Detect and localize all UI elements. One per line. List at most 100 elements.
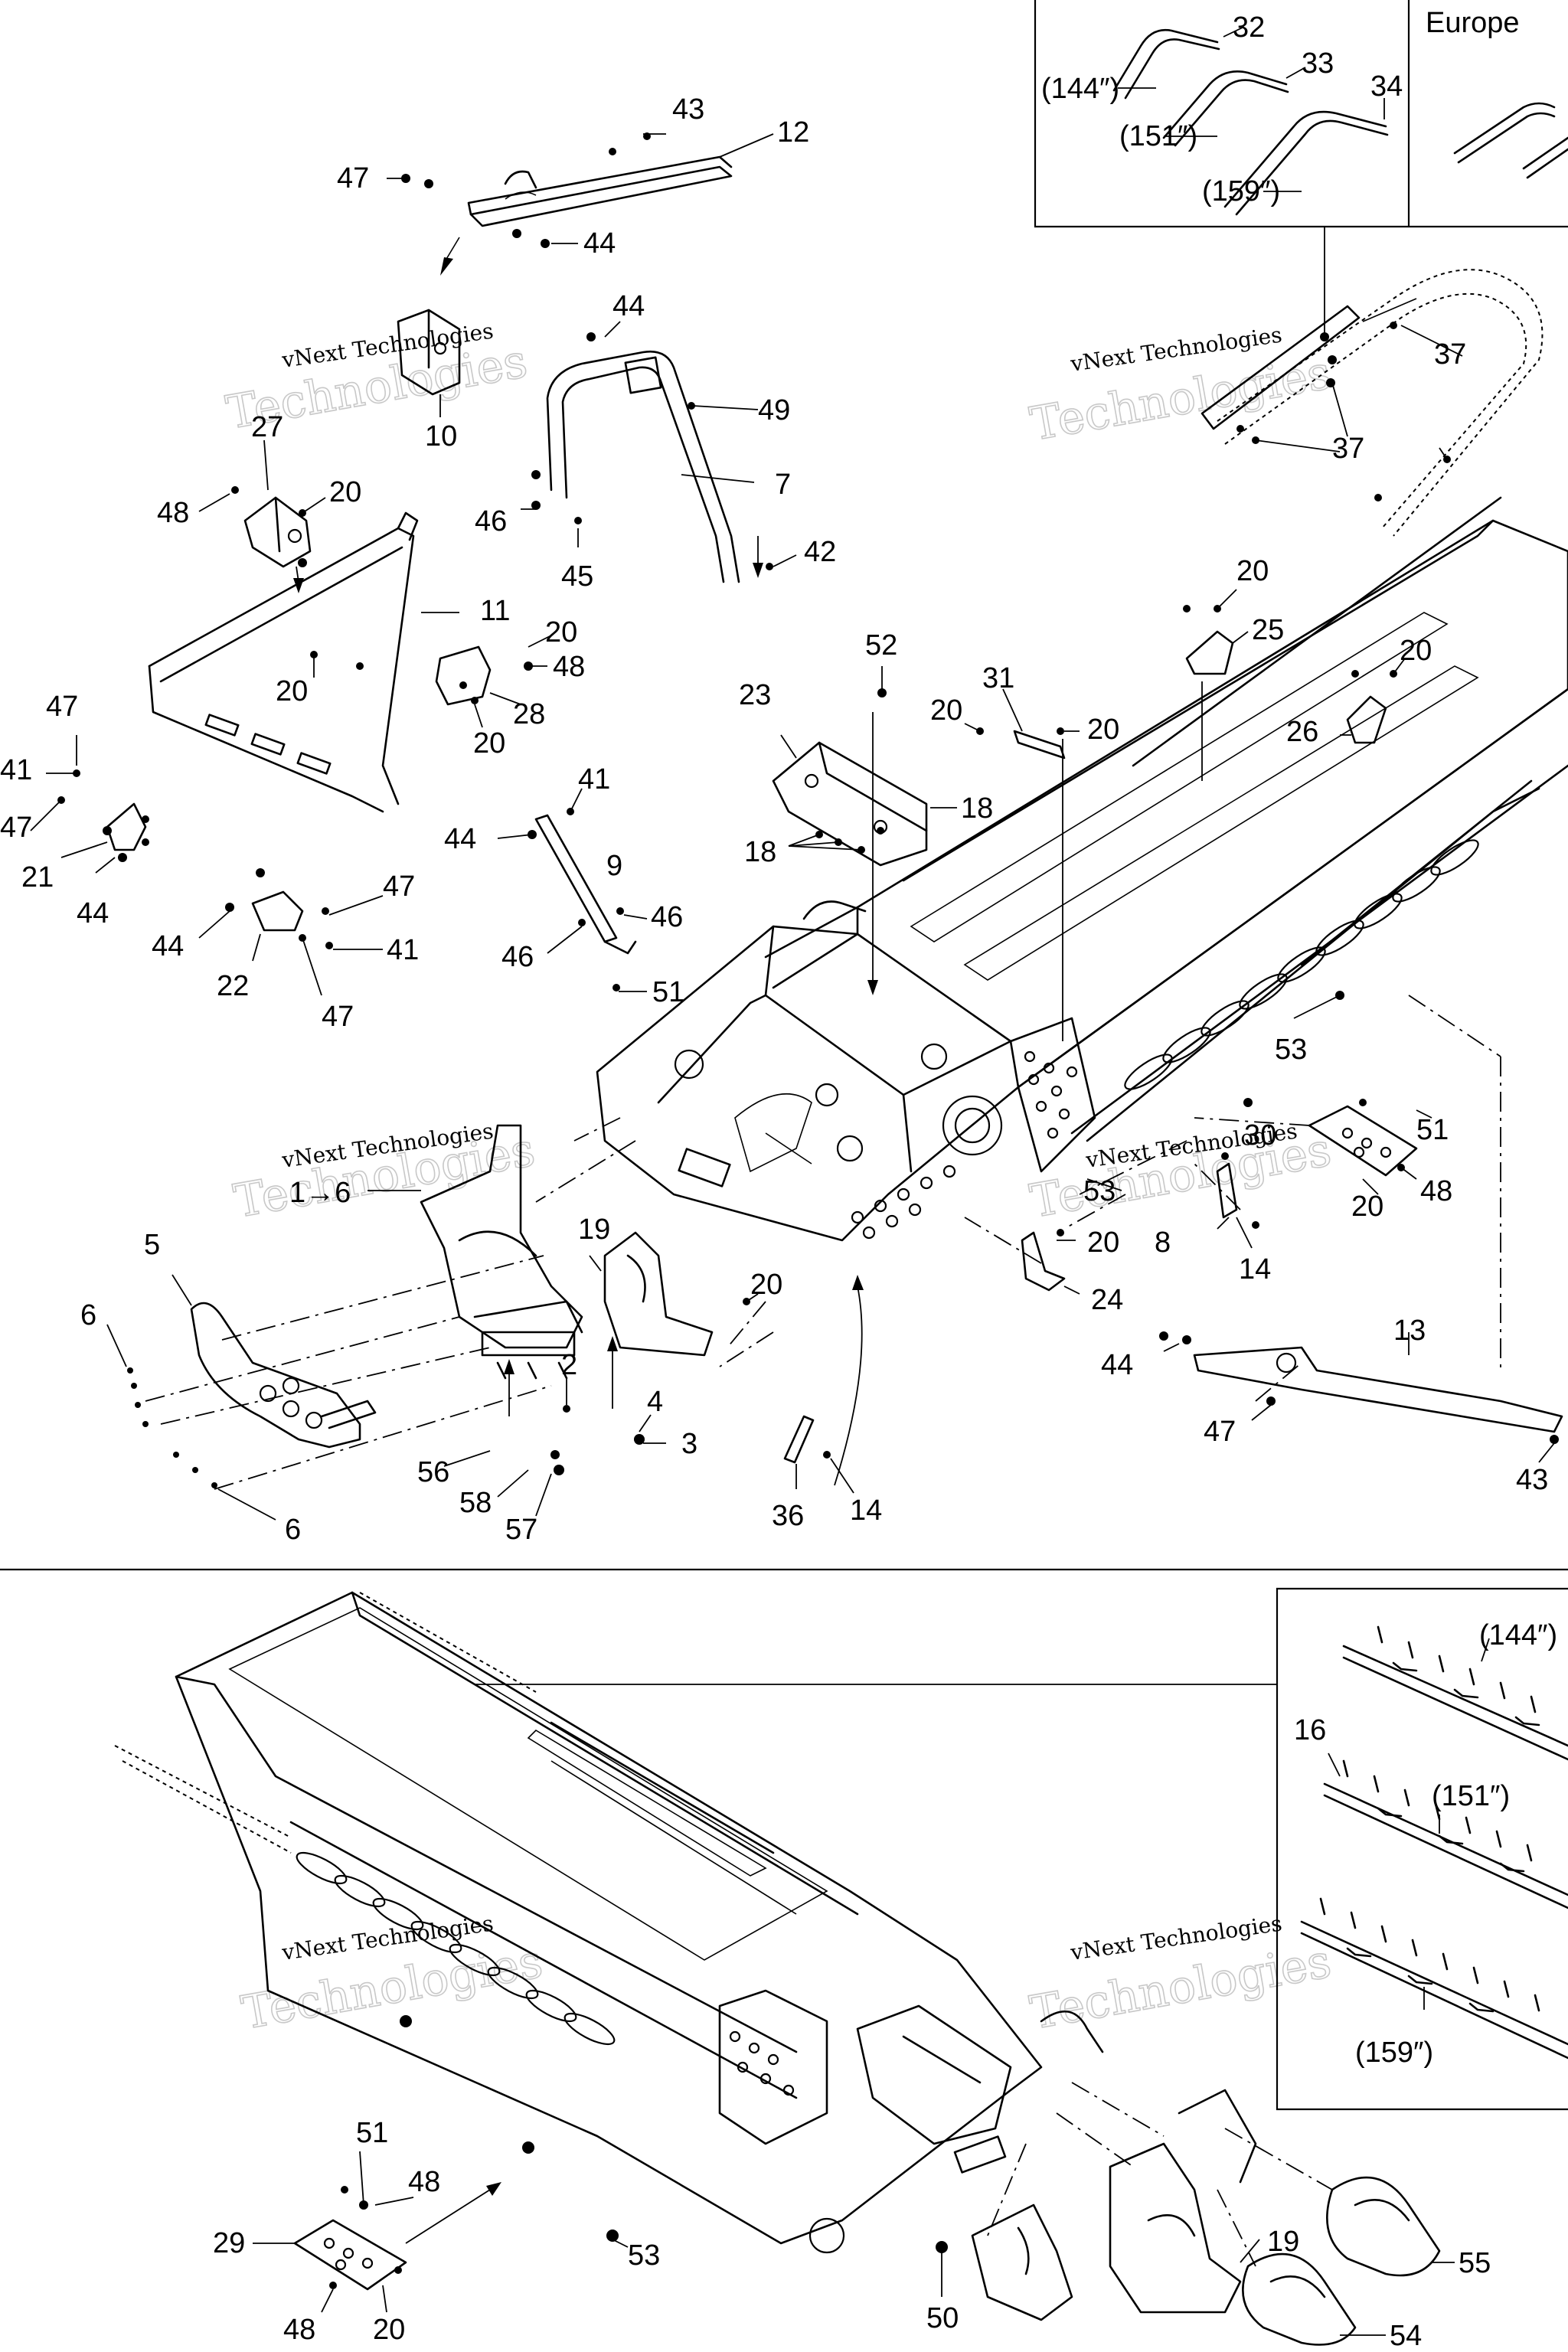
part-9-strut bbox=[534, 814, 637, 955]
callout-20: 20 bbox=[1351, 1191, 1383, 1223]
callout-45: 45 bbox=[561, 560, 593, 593]
part-21-bracket bbox=[106, 802, 147, 851]
part-36-link bbox=[783, 1415, 815, 1464]
inset-u-bars: 32 33 34 (144″) (151″) (159″) Europe bbox=[1034, 0, 1568, 228]
callout-48: 48 bbox=[553, 651, 585, 683]
explode-lines-top bbox=[145, 995, 1501, 1490]
part-5-side-plate bbox=[190, 1302, 377, 1449]
part-19-mount-bottom bbox=[1109, 2089, 1257, 2314]
u-bar-151 bbox=[1162, 70, 1289, 147]
part-1-6-steering-support bbox=[420, 1124, 583, 1380]
callout-46: 46 bbox=[501, 941, 534, 973]
part-11-frame-arm bbox=[148, 511, 419, 813]
explode-lines-bottom bbox=[987, 2082, 1333, 2267]
callout-20: 20 bbox=[1400, 635, 1432, 667]
callout-25: 25 bbox=[1252, 614, 1284, 646]
callout-31: 31 bbox=[982, 662, 1014, 694]
callout-47: 47 bbox=[46, 691, 78, 723]
rail-151 bbox=[1323, 1759, 1568, 1909]
callout-49: 49 bbox=[758, 394, 790, 426]
fasteners-bottom bbox=[329, 2015, 948, 2289]
part-23-bracket bbox=[772, 741, 928, 867]
part-30-footrest bbox=[1308, 1105, 1418, 1177]
callout-34: 34 bbox=[1370, 70, 1403, 103]
callout-3: 3 bbox=[681, 1428, 697, 1460]
size-label-151: (151″) bbox=[1119, 120, 1197, 152]
callout-11: 11 bbox=[480, 595, 510, 627]
part-31-bracket bbox=[1013, 730, 1066, 760]
inset-frame-bottom bbox=[1276, 1587, 1568, 2111]
callout-53: 53 bbox=[1275, 1034, 1307, 1066]
chassis-bottom bbox=[114, 1591, 1104, 2254]
callout-5: 5 bbox=[144, 1229, 160, 1261]
callout-36: 36 bbox=[772, 1500, 804, 1532]
callout-44: 44 bbox=[583, 227, 616, 260]
part-10-bracket bbox=[397, 309, 461, 396]
callout-12: 12 bbox=[777, 116, 809, 149]
callout-56: 56 bbox=[417, 1456, 449, 1488]
callout-41: 41 bbox=[387, 934, 419, 966]
callout-47: 47 bbox=[337, 162, 369, 194]
part-8-bracket bbox=[1216, 1162, 1238, 1219]
callout-44: 44 bbox=[152, 930, 184, 962]
callout-51: 51 bbox=[356, 2117, 388, 2149]
callout-52: 52 bbox=[865, 629, 897, 662]
callout-10: 10 bbox=[425, 420, 457, 452]
callout-55: 55 bbox=[1459, 2247, 1491, 2279]
part-28-bracket bbox=[435, 645, 492, 706]
part-22-bracket bbox=[251, 890, 304, 932]
callout-29: 29 bbox=[213, 2227, 245, 2259]
side-slots bbox=[1124, 839, 1479, 1090]
callout-42: 42 bbox=[804, 536, 836, 568]
part-7-loop bbox=[546, 350, 740, 583]
callout-13: 13 bbox=[1393, 1315, 1426, 1347]
watermarks: Technologies vNext Technologies Technolo… bbox=[222, 318, 1336, 2041]
u-bar-159 bbox=[1223, 110, 1389, 216]
callout-44: 44 bbox=[444, 823, 476, 855]
callout-20: 20 bbox=[373, 2314, 405, 2346]
callout-22: 22 bbox=[217, 970, 249, 1002]
callout-8: 8 bbox=[1155, 1227, 1171, 1259]
region-label: Europe bbox=[1426, 7, 1520, 39]
part-13-bar bbox=[1193, 1346, 1563, 1433]
callout-18: 18 bbox=[744, 836, 776, 868]
callout-53: 53 bbox=[1083, 1175, 1116, 1207]
callout-37: 37 bbox=[1332, 433, 1364, 465]
size-label-159: (159″) bbox=[1355, 2037, 1433, 2069]
callout-44: 44 bbox=[612, 290, 645, 322]
callout-47: 47 bbox=[1204, 1416, 1236, 1448]
part-54-pad bbox=[1242, 2252, 1357, 2346]
callout-51: 51 bbox=[1416, 1114, 1449, 1146]
callout-1-6: 1→6 bbox=[289, 1177, 351, 1209]
callout-6: 6 bbox=[285, 1514, 301, 1546]
callout-43: 43 bbox=[1516, 1464, 1548, 1496]
part-12-bar bbox=[440, 155, 733, 276]
callout-14: 14 bbox=[1239, 1253, 1271, 1285]
callouts-bottom: 51 48 29 48 20 53 50 19 55 54 bbox=[213, 2117, 1491, 2352]
callout-41: 41 bbox=[0, 754, 32, 786]
callout-4: 4 bbox=[647, 1386, 663, 1418]
callout-51: 51 bbox=[652, 976, 684, 1008]
callout-20: 20 bbox=[473, 727, 505, 760]
inset-frame bbox=[1034, 0, 1568, 228]
callout-57: 57 bbox=[505, 1514, 537, 1546]
rail-144 bbox=[1342, 1625, 1568, 1761]
part-25-bracket bbox=[1185, 630, 1234, 675]
u-bar-europe bbox=[1453, 102, 1568, 179]
callout-48: 48 bbox=[408, 2166, 440, 2198]
callouts-top: 43 12 47 44 44 10 49 27 20 48 7 46 45 42… bbox=[0, 93, 1548, 1546]
callout-48: 48 bbox=[283, 2314, 315, 2346]
callout-48: 48 bbox=[1420, 1175, 1452, 1207]
bottom-side-slots bbox=[296, 1851, 616, 2046]
size-label-144: (144″) bbox=[1479, 1619, 1557, 1651]
callout-47: 47 bbox=[322, 1001, 354, 1033]
callout-20: 20 bbox=[276, 675, 308, 707]
callout-44: 44 bbox=[77, 897, 109, 929]
callout-20: 20 bbox=[545, 616, 577, 648]
inset-rails: (144″) (151″) (159″) 16 bbox=[1276, 1587, 1568, 2111]
part-29-footrest bbox=[293, 2219, 407, 2291]
callout-27: 27 bbox=[251, 411, 283, 443]
callout-33: 33 bbox=[1302, 47, 1334, 80]
callout-14: 14 bbox=[850, 1494, 882, 1527]
part-19-mount bbox=[603, 1231, 714, 1357]
